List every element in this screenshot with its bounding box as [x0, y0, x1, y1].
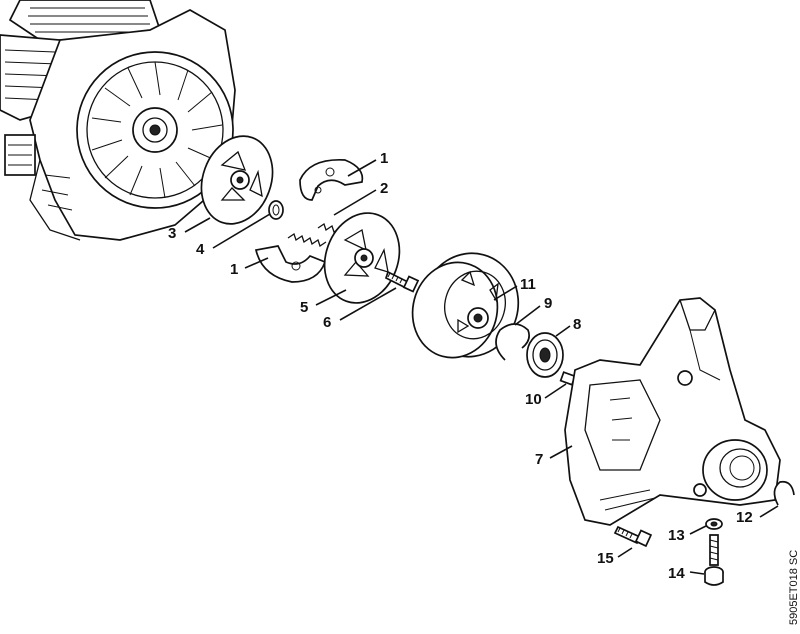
callout-14: 14 — [668, 565, 685, 582]
clutch-shoe-1-upper — [299, 159, 364, 201]
callout-8: 8 — [573, 316, 581, 333]
callout-13: 13 — [668, 527, 685, 544]
callout-1-upper: 1 — [380, 150, 388, 167]
callout-1-lower: 1 — [230, 261, 238, 278]
engine-crankcase — [0, 0, 236, 241]
drawing-code: 5905ET018 SC — [788, 550, 800, 625]
clutch-housing-7 — [564, 297, 781, 526]
callout-3: 3 — [168, 225, 176, 242]
bolt-6 — [384, 270, 420, 293]
callout-10: 10 — [525, 391, 542, 408]
callout-4: 4 — [196, 241, 205, 258]
callout-5: 5 — [300, 299, 308, 316]
bearing-8 — [526, 332, 564, 378]
callout-2: 2 — [380, 180, 388, 197]
callout-labels: 1 2 3 4 1 5 6 11 9 8 10 7 12 13 15 14 — [168, 150, 753, 582]
leader-lines — [184, 159, 779, 575]
clutch-carrier-plate-3 — [200, 135, 274, 225]
callout-9: 9 — [544, 295, 552, 312]
circlip-12 — [773, 480, 795, 506]
clutch-drum-11 — [411, 252, 520, 359]
callout-12: 12 — [736, 509, 753, 526]
callout-6: 6 — [323, 314, 331, 331]
washer-4 — [268, 200, 284, 220]
callout-7: 7 — [535, 451, 543, 468]
snap-ring-9 — [495, 323, 530, 361]
washer-13 — [705, 518, 723, 530]
screw-15 — [613, 525, 653, 548]
clutch-plate-5 — [323, 212, 401, 304]
callout-11: 11 — [520, 276, 536, 293]
screw-14 — [704, 534, 724, 586]
callout-15: 15 — [597, 550, 614, 567]
clutch-shoe-1-lower — [254, 245, 327, 283]
